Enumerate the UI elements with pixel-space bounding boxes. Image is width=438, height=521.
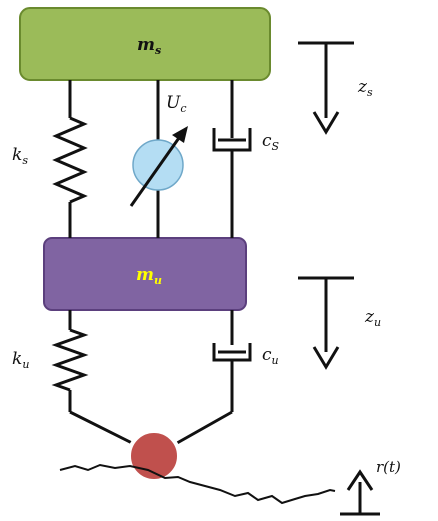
sprung-mass: ms xyxy=(19,7,271,81)
actuator-uc xyxy=(129,80,188,238)
damper-cu xyxy=(169,310,252,449)
spring-ku xyxy=(51,310,141,449)
label-ku: ku xyxy=(12,349,29,371)
label-ks: ks xyxy=(12,145,28,167)
unsprung-mass: mu xyxy=(43,237,247,311)
sprung-mass-block xyxy=(19,7,271,81)
label-zu: zu xyxy=(364,307,381,329)
actuator-circle xyxy=(132,139,184,191)
unsprung-mass-label: mu xyxy=(136,265,162,287)
zs-indicator xyxy=(298,41,354,135)
label-uc: Uc xyxy=(166,93,187,115)
actuator-arrow xyxy=(129,134,183,207)
damper-cs xyxy=(212,80,252,238)
unsprung-mass-block xyxy=(43,237,247,311)
label-cu: cu xyxy=(262,345,279,367)
road-input-arrow xyxy=(340,469,380,516)
label-zs: zs xyxy=(357,77,373,99)
zu-indicator xyxy=(298,276,354,370)
spring-ks xyxy=(52,80,88,238)
label-road-input: r(t) xyxy=(376,458,401,476)
sprung-mass-label: ms xyxy=(137,35,161,57)
label-cs: cS xyxy=(262,131,280,153)
road-profile xyxy=(59,463,336,505)
